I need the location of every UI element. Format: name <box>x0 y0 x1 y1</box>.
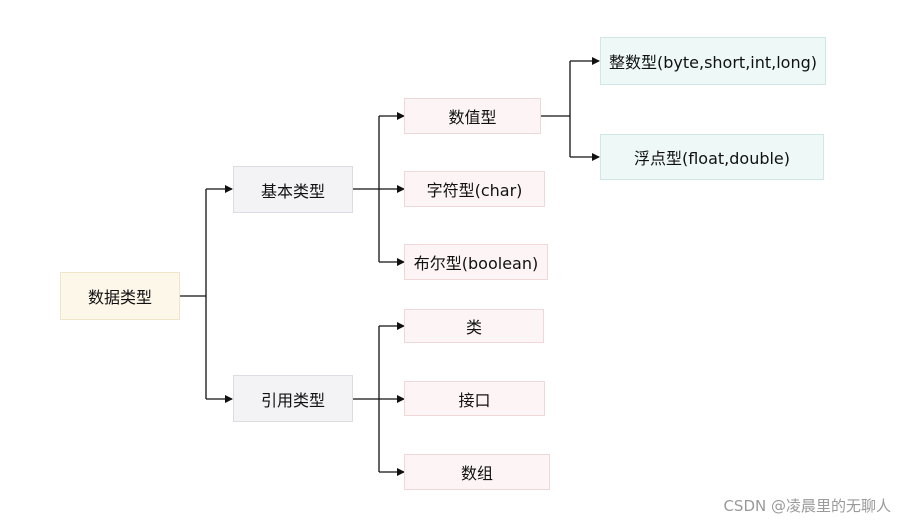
node-interface: 接口 <box>404 381 545 416</box>
node-integer: 整数型(byte,short,int,long) <box>600 37 826 85</box>
node-class: 类 <box>404 309 544 343</box>
node-char: 字符型(char) <box>404 171 545 207</box>
node-array: 数组 <box>404 454 550 490</box>
node-float: 浮点型(float,double) <box>600 134 824 180</box>
node-data-types: 数据类型 <box>60 272 180 320</box>
node-reference-types: 引用类型 <box>233 375 353 422</box>
node-basic-types: 基本类型 <box>233 166 353 213</box>
watermark: CSDN @凌晨里的无聊人 <box>723 497 891 515</box>
node-numeric: 数值型 <box>404 98 541 134</box>
node-boolean: 布尔型(boolean) <box>404 244 548 280</box>
